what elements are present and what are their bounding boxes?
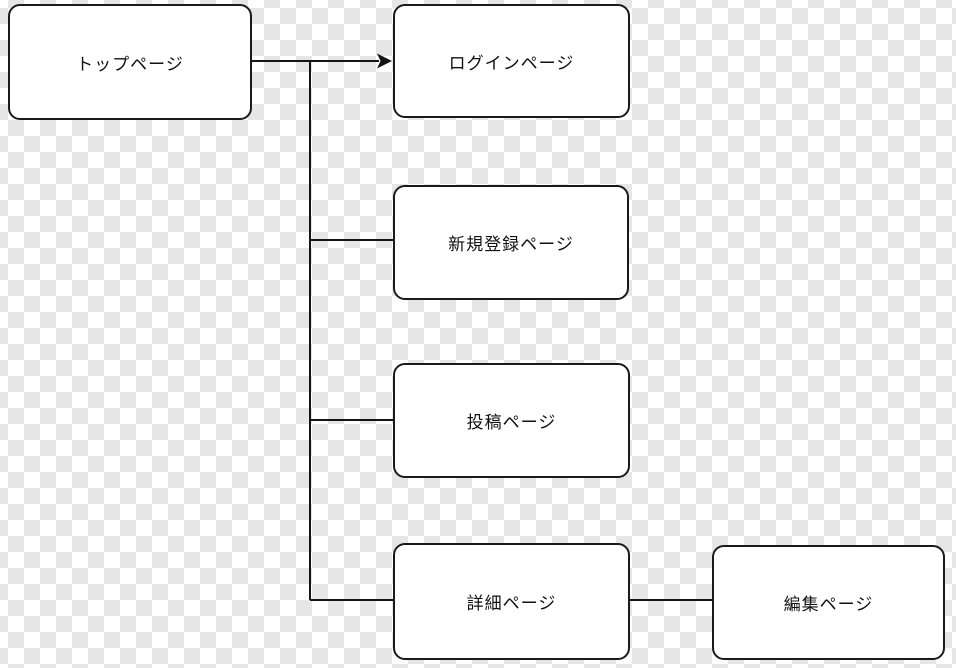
node-login-page-label: ログインページ xyxy=(448,53,575,73)
node-detail-page[interactable]: 詳細ページ xyxy=(393,543,630,660)
node-signup-page-label: 新規登録ページ xyxy=(448,235,574,254)
arrow-head-icon xyxy=(377,53,392,69)
node-top-page-label: トップページ xyxy=(76,54,184,74)
node-edit-page-label: 編集ページ xyxy=(783,595,874,614)
node-post-page-label: 投稿ページ xyxy=(466,413,557,432)
node-detail-page-label: 詳細ページ xyxy=(466,594,557,613)
node-edit-page[interactable]: 編集ページ xyxy=(712,545,945,660)
node-post-page[interactable]: 投稿ページ xyxy=(393,363,630,478)
node-top-page[interactable]: トップページ xyxy=(8,4,252,120)
node-signup-page[interactable]: 新規登録ページ xyxy=(393,185,629,300)
node-login-page[interactable]: ログインページ xyxy=(393,4,630,118)
